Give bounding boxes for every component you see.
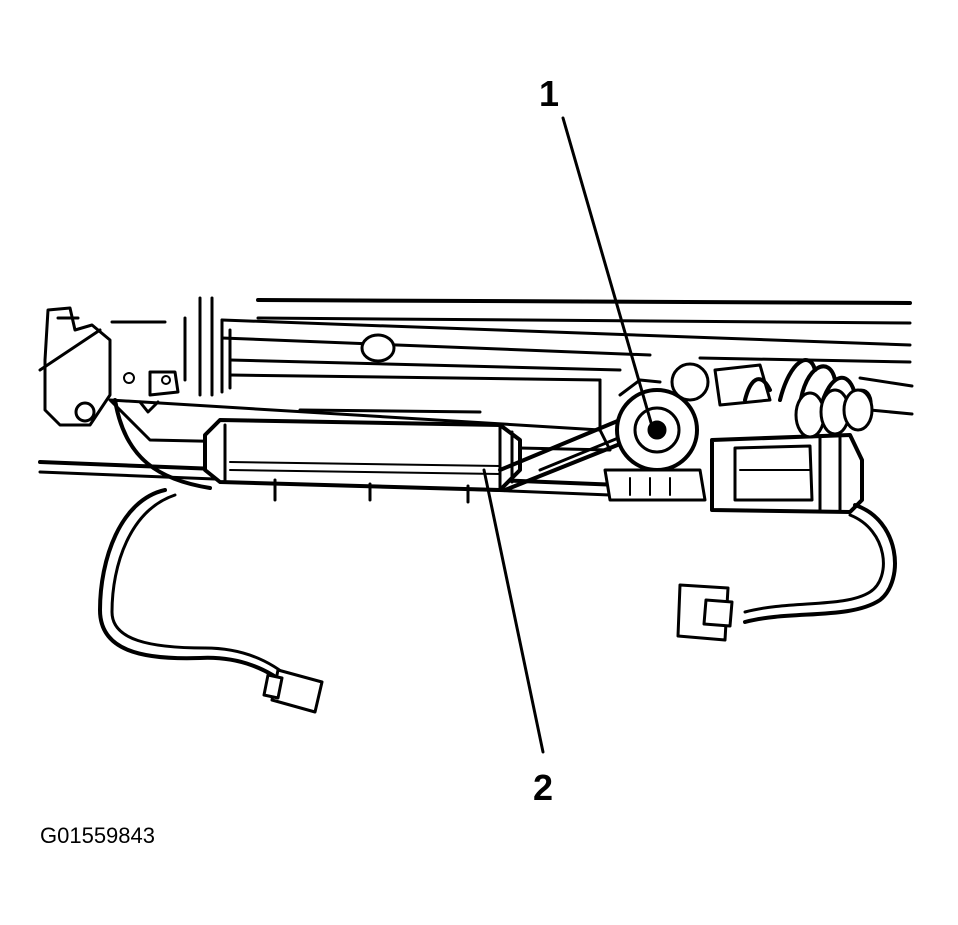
leader-line-2	[482, 468, 545, 754]
right-harness	[676, 503, 897, 642]
left-harness	[98, 398, 324, 714]
wire-bundle	[743, 358, 874, 439]
left-bracket	[38, 306, 180, 427]
right-motor	[710, 433, 864, 514]
figure-id: G01559843	[40, 823, 155, 848]
recliner-gear	[603, 362, 772, 502]
seat-adjuster-motor	[203, 408, 522, 504]
leader-line-1	[561, 116, 654, 428]
callout-1: 1	[539, 73, 560, 114]
leader-lines	[482, 116, 654, 754]
callout-2: 2	[533, 767, 554, 808]
